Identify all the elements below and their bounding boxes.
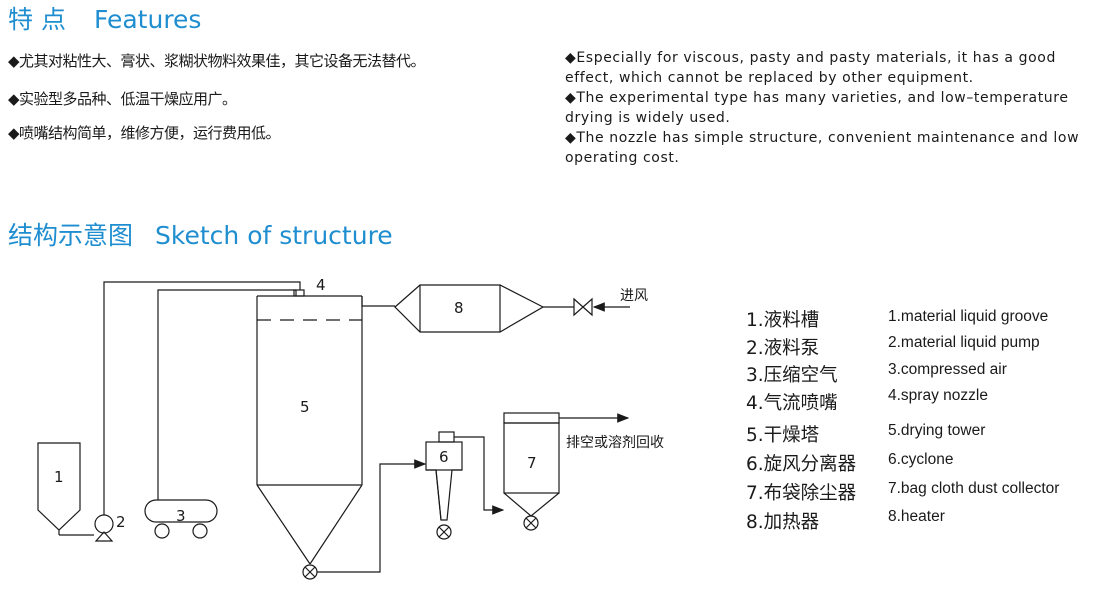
heater [394, 284, 545, 333]
label-1: 1 [54, 468, 64, 486]
feature-cn-1: ◆尤其对粘性大、膏状、浆糊状物料效果佳，其它设备无法替代。 [8, 52, 426, 70]
legend-en-1: 1.material liquid groove [888, 308, 1049, 325]
liquid-tank [37, 442, 94, 536]
legend-cn-3: 3.压缩空气 [746, 365, 838, 386]
legend-cn-2: 2.液料泵 [746, 338, 820, 359]
bag-collector [503, 412, 560, 531]
feature-cn-2: ◆实验型多品种、低温干燥应用广。 [8, 90, 237, 108]
structure-heading-cn: 结构示意图 [8, 221, 134, 250]
inlet-valve [573, 297, 593, 317]
exhaust-label: 排空或溶剂回收 [566, 435, 664, 451]
legend-en-5: 5.drying tower [888, 422, 986, 439]
compressed-air-tank [144, 499, 218, 539]
feature-en-3: ◆The nozzle has simple structure, conven… [565, 130, 1080, 166]
legend-en-4: 4.spray nozzle [888, 387, 988, 404]
legend-en-3: 3.compressed air [888, 361, 1007, 378]
label-8: 8 [454, 299, 464, 317]
feature-en-2: ◆The experimental type has many varietie… [565, 90, 1069, 126]
legend-en-2: 2.material liquid pump [888, 334, 1040, 351]
features-en-block: ◆Especially for viscous, pasty and pasty… [565, 48, 1100, 168]
label-7: 7 [527, 454, 537, 472]
features-heading-cn: 特 点 [8, 5, 66, 34]
drying-tower [256, 295, 363, 580]
label-3: 3 [176, 507, 186, 525]
legend-cn-6: 6.旋风分离器 [746, 454, 857, 475]
feature-en-1: ◆Especially for viscous, pasty and pasty… [565, 50, 1056, 86]
legend-cn-1: 1.液料槽 [746, 310, 820, 331]
legend-cn-7: 7.布袋除尘器 [746, 483, 857, 504]
legend-en-8: 8.heater [888, 508, 945, 525]
legend-cn-5: 5.干燥塔 [746, 425, 820, 446]
air-inlet-label: 进风 [620, 288, 648, 304]
label-5: 5 [300, 398, 310, 416]
air-pipe [157, 289, 297, 500]
features-heading-en: Features [93, 5, 202, 34]
label-2: 2 [116, 513, 126, 531]
legend-cn-4: 4.气流喷嘴 [746, 393, 838, 414]
features-heading: 特 点 Features [8, 0, 201, 36]
legend-en-7: 7.bag cloth dust collector [888, 480, 1060, 497]
structure-heading: 结构示意图 Sketch of structure [8, 216, 393, 252]
label-4: 4 [316, 276, 326, 294]
feed-pipe [103, 281, 301, 515]
feature-cn-3: ◆喷嘴结构简单，维修方便，运行费用低。 [8, 124, 281, 142]
legend-en-6: 6.cyclone [888, 451, 954, 468]
liquid-pump [94, 514, 114, 542]
cyclone [425, 431, 463, 540]
structure-heading-en: Sketch of structure [155, 221, 393, 250]
structure-diagram: 1 2 3 4 5 6 7 8 进风 排空或溶剂回收 [37, 276, 664, 580]
legend-cn-8: 8.加热器 [746, 512, 820, 533]
label-6: 6 [439, 448, 449, 466]
